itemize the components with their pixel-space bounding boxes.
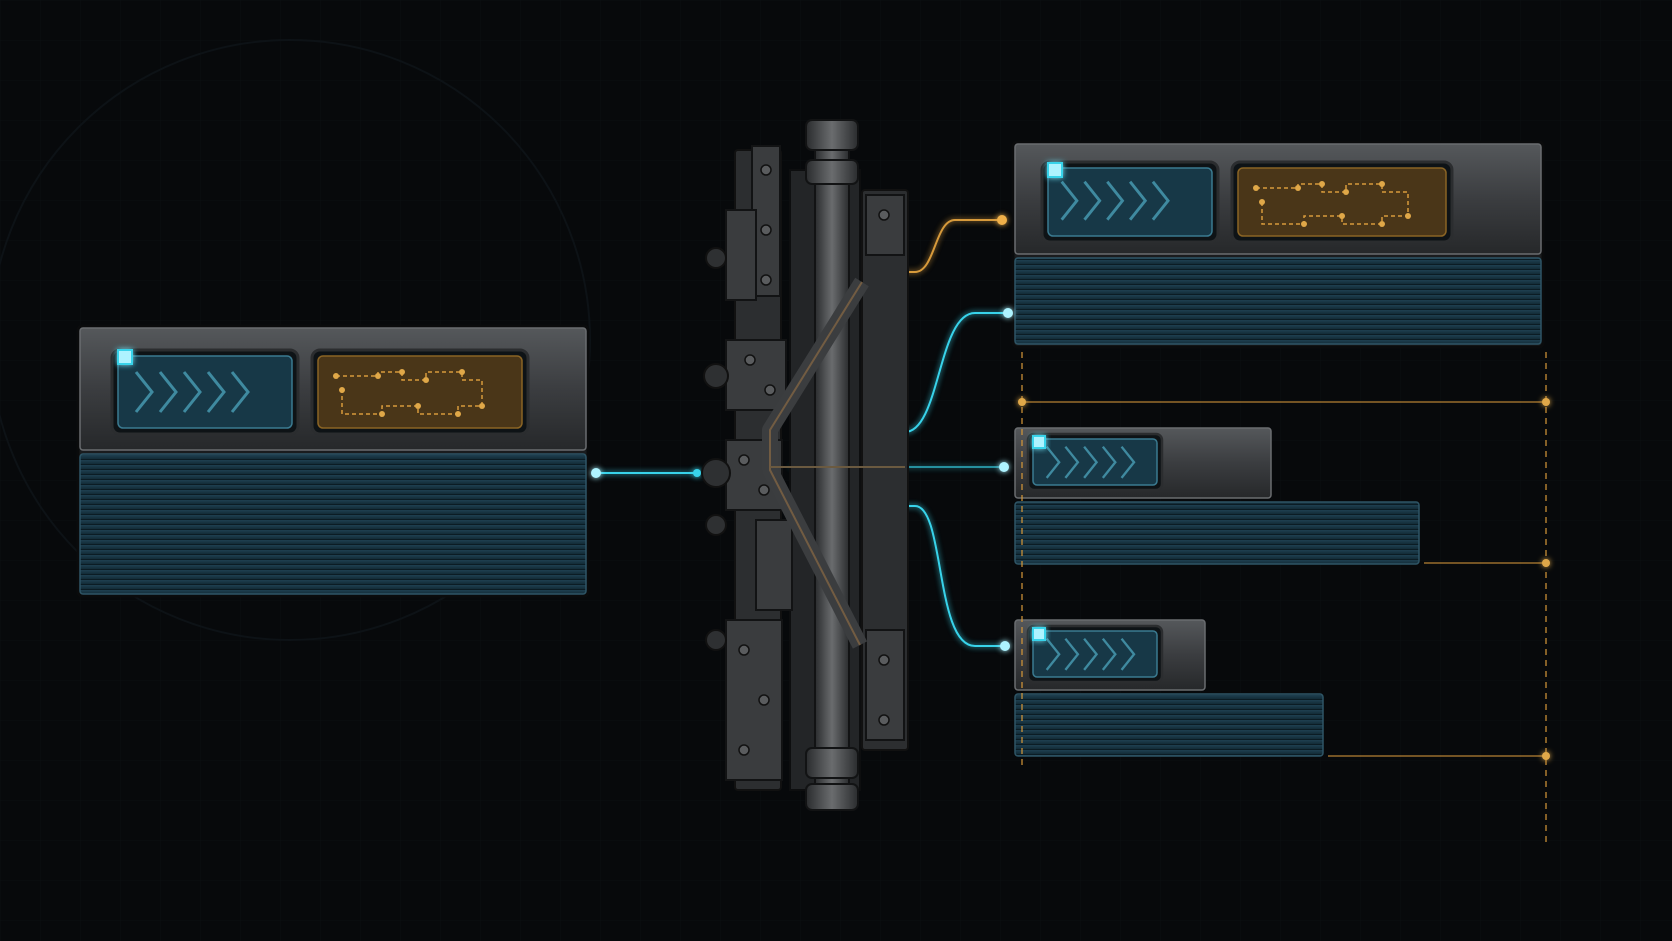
output-block-1 <box>1011 140 1545 349</box>
background-faint-ring <box>0 39 591 641</box>
splitter-mechanism <box>701 119 909 811</box>
output-block-2-base-panel <box>1014 501 1420 565</box>
output-block-3 <box>1014 619 1324 757</box>
connector-lines <box>596 219 1008 647</box>
output-block-2 <box>1014 427 1420 565</box>
output-block-3-base-panel <box>1014 693 1324 757</box>
connector-splitter-to-output-1-base <box>864 312 1008 433</box>
circuit-trace-icon <box>1230 160 1454 244</box>
source-block-base-panel <box>79 453 587 595</box>
chevron-arrow-icon <box>110 348 300 436</box>
chevron-arrow-icon <box>1026 432 1164 492</box>
source-block <box>76 324 590 598</box>
bracket-node-dots <box>1018 398 1550 760</box>
circuit-trace-icon <box>310 348 530 436</box>
status-led-icon <box>1032 435 1046 449</box>
output-block-1-base-panel <box>1014 257 1542 345</box>
status-led-icon <box>117 349 133 365</box>
status-led-icon <box>1047 162 1063 178</box>
status-led-icon <box>1032 627 1046 641</box>
chevron-arrow-icon <box>1026 624 1164 684</box>
connector-splitter-to-output-3 <box>864 505 1005 647</box>
connector-splitter-to-output-1 <box>870 219 1002 273</box>
main-shaft <box>814 119 850 811</box>
amber-bracket <box>1021 352 1547 845</box>
chevron-arrow-icon <box>1040 160 1220 244</box>
